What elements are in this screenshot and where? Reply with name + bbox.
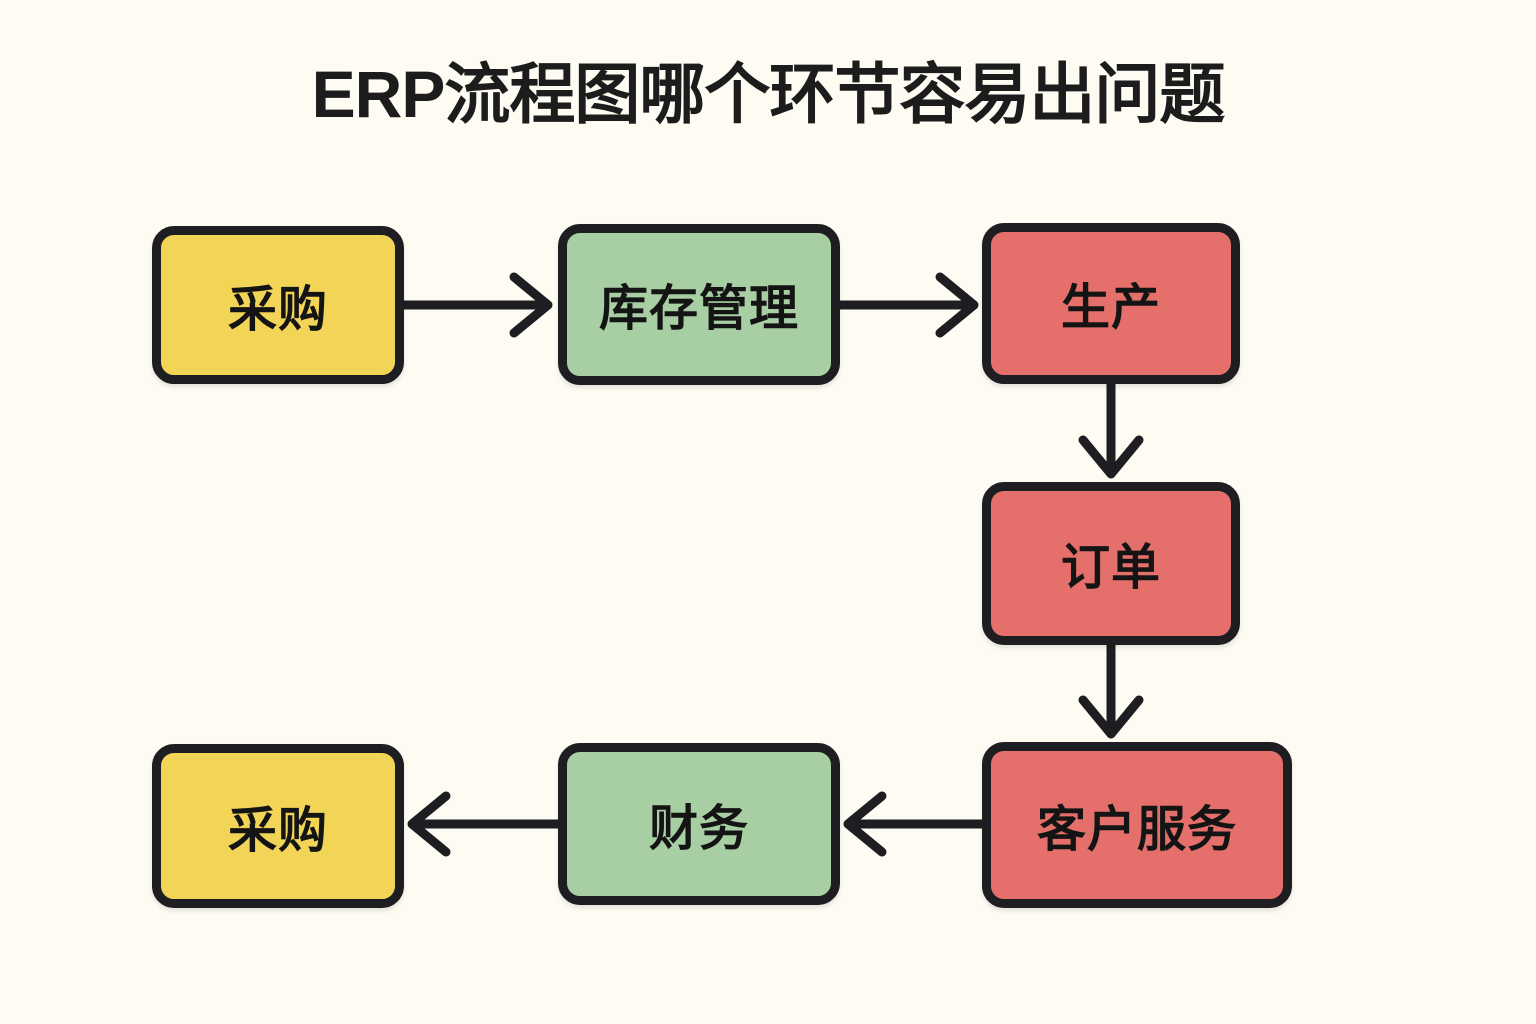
arrow-caigou-to-kucunguanli — [399, 272, 553, 338]
node-label: 订单 — [1060, 541, 1161, 595]
arrow-dingdan-to-kehufuwu — [1078, 640, 1144, 739]
node-shengchan[interactable]: 生产 — [982, 223, 1240, 384]
arrow-kucunguanli-to-shengchan — [835, 272, 979, 338]
node-label: 采购 — [227, 803, 328, 858]
arrow-shengchan-to-dingdan — [1078, 379, 1144, 479]
node-label: 库存管理 — [598, 282, 799, 336]
node-label: 财务 — [648, 801, 749, 856]
node-kehufuwu[interactable]: 客户服务 — [982, 742, 1292, 908]
node-dingdan[interactable]: 订单 — [982, 482, 1240, 645]
node-caigou-bottom[interactable]: 采购 — [152, 744, 404, 908]
node-caiwu[interactable]: 财务 — [558, 743, 840, 905]
arrow-caiwu-to-caigou — [407, 791, 563, 857]
page-title: ERP流程图哪个环节容易出问题 — [311, 57, 1226, 131]
node-kucunguanli[interactable]: 库存管理 — [558, 224, 840, 385]
node-label: 采购 — [227, 282, 328, 337]
arrow-kehufuwu-to-caiwu — [843, 791, 987, 857]
node-label: 客户服务 — [1036, 802, 1237, 857]
node-label: 生产 — [1060, 281, 1161, 335]
node-caigou-top[interactable]: 采购 — [152, 226, 404, 384]
